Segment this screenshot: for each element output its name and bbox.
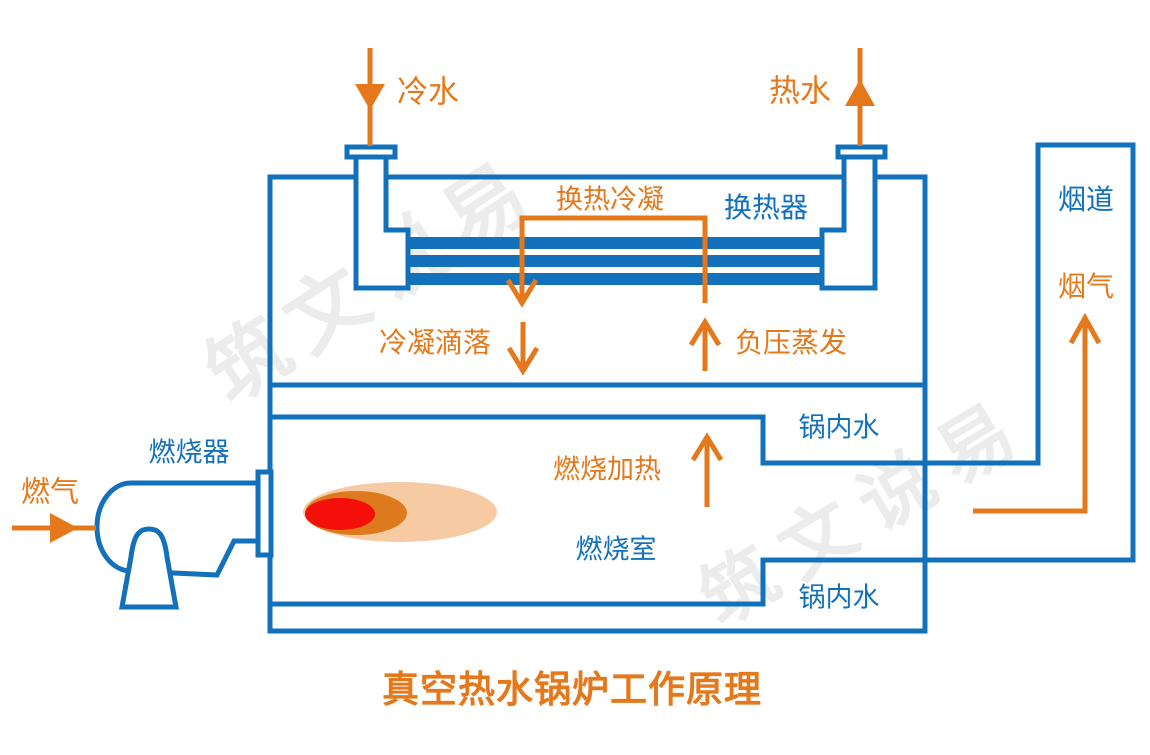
flue-gas-arrow-icon — [973, 312, 1102, 514]
gas-inlet-arrow-icon — [12, 513, 96, 543]
burner — [94, 469, 274, 610]
vacuum-evaporation-arrow-icon — [688, 317, 722, 371]
hot-water-arrow-icon — [845, 48, 875, 146]
cold-water-pipe — [353, 157, 411, 291]
heat-exchanger-tubes — [408, 237, 822, 285]
flame-icon — [303, 482, 497, 542]
flue-gas-label: 烟气 — [1057, 270, 1115, 303]
vacuum-evaporation-label: 负压蒸发 — [734, 326, 848, 359]
gas-label: 燃气 — [20, 474, 80, 509]
condensate-drip-arrow-icon — [506, 322, 540, 376]
combustion-chamber-and-flue-outline — [270, 142, 1136, 607]
hx-condense-label: 换热冷凝 — [556, 184, 664, 216]
flue-duct-label: 烟道 — [1057, 183, 1115, 216]
heat-exchanger-label: 换热器 — [723, 191, 809, 224]
boiler-water-lower-label: 锅内水 — [798, 582, 880, 614]
diagram-title: 真空热水锅炉工作原理 — [382, 668, 762, 711]
flame-core — [305, 498, 375, 530]
boiler-water-upper-label: 锅内水 — [798, 412, 880, 444]
combustion-heating-label: 燃烧加热 — [553, 454, 661, 486]
hot-water-flange — [835, 144, 888, 160]
cold-water-label: 冷水 — [397, 74, 459, 111]
cold-water-flange — [344, 144, 398, 160]
cold-water-arrow-icon — [355, 48, 385, 146]
tube-3 — [408, 273, 822, 285]
burner-label: 燃烧器 — [148, 437, 230, 469]
hot-water-label: 热水 — [769, 73, 831, 110]
combustion-heating-arrow-icon — [690, 432, 724, 507]
burner-body — [94, 480, 261, 578]
condensate-drip-label: 冷凝滴落 — [378, 326, 492, 359]
hot-water-pipe — [819, 157, 878, 291]
tube-2 — [408, 255, 822, 267]
burner-mount-flange — [255, 469, 274, 558]
combustion-chamber-label: 燃烧室 — [575, 534, 657, 566]
hx-condense-bracket-arrow-icon — [505, 215, 708, 308]
tube-1 — [408, 237, 822, 249]
boiler-shell-outline — [267, 174, 928, 634]
burner-blower-housing — [119, 526, 179, 610]
